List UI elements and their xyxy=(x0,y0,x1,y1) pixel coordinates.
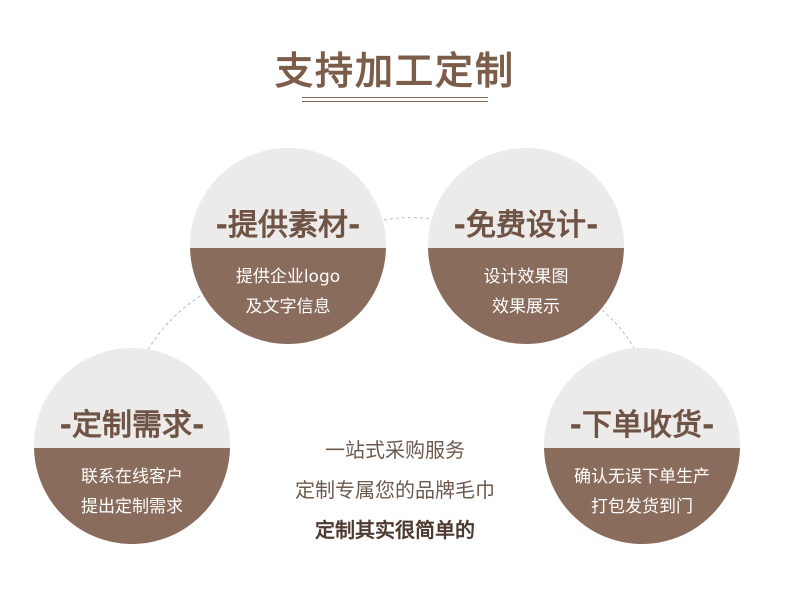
title-underline-top xyxy=(302,97,488,98)
circle-bottom-half xyxy=(34,448,230,544)
step-line-1: 联系在线客户 xyxy=(81,467,183,487)
step-line-1: 设计效果图 xyxy=(483,267,569,287)
circle-top-half xyxy=(190,148,386,248)
center-tagline-3: 定制其实很简单的 xyxy=(315,518,475,542)
circle-bottom-half xyxy=(428,248,624,344)
step-heading: -提供素材- xyxy=(215,208,361,243)
circle-bottom-half xyxy=(190,248,386,344)
step-heading: -定制需求- xyxy=(59,408,205,443)
circle-top-half xyxy=(544,348,740,448)
step-order-delivery: -下单收货- 确认无误下单生产 打包发货到门 xyxy=(544,348,740,544)
step-line-2: 提出定制需求 xyxy=(81,497,183,517)
circle-top-half xyxy=(34,348,230,448)
step-line-2: 及文字信息 xyxy=(245,297,331,317)
step-line-1: 提供企业logo xyxy=(235,267,341,287)
title-underline-bottom xyxy=(302,101,488,102)
step-line-2: 效果展示 xyxy=(492,297,560,317)
circle-top-half xyxy=(428,148,624,248)
step-free-design: -免费设计- 设计效果图 效果展示 xyxy=(428,148,624,344)
step-custom-requirements: -定制需求- 联系在线客户 提出定制需求 xyxy=(34,348,230,544)
step-provide-materials: -提供素材- 提供企业logo 及文字信息 xyxy=(190,148,386,344)
step-heading: -下单收货- xyxy=(569,408,715,443)
step-line-2: 打包发货到门 xyxy=(591,497,693,517)
circle-bottom-half xyxy=(544,448,740,544)
page-title: 支持加工定制 xyxy=(274,49,515,93)
step-line-1: 确认无误下单生产 xyxy=(574,467,710,487)
center-tagline-2: 定制专属您的品牌毛巾 xyxy=(295,478,495,502)
center-tagline-1: 一站式采购服务 xyxy=(325,438,465,462)
step-heading: -免费设计- xyxy=(453,208,599,243)
